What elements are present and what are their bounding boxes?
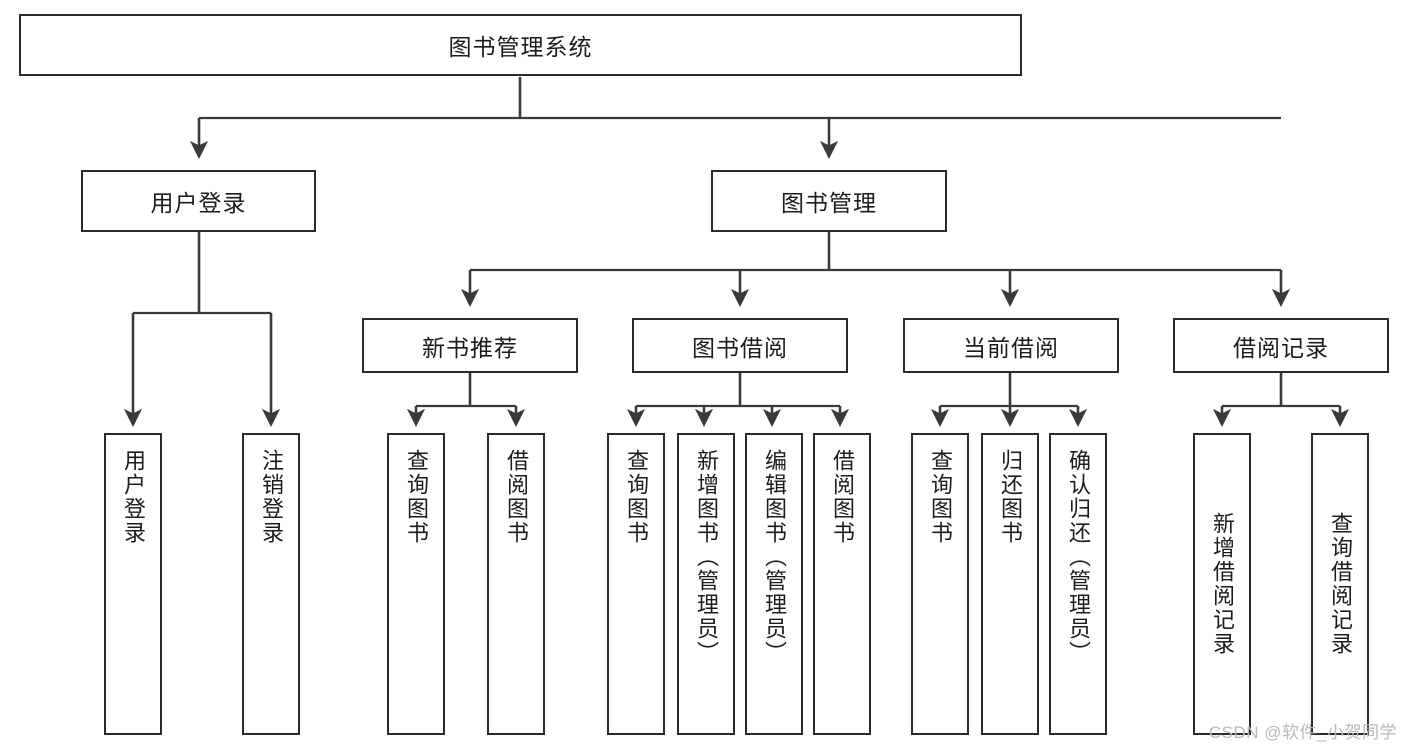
node-label: 图书管理系统 — [448, 34, 593, 60]
node-label: 用户登录 — [120, 449, 146, 545]
leaf-user-login-do-login[interactable]: 用户登录 — [104, 433, 162, 735]
node-label: 借阅记录 — [1233, 334, 1329, 361]
leaf-borrow-record-query-record[interactable]: 查询借阅记录 — [1311, 433, 1369, 735]
node-user-login[interactable]: 用户登录 — [81, 170, 316, 232]
leaf-book-borrow-add-book-admin[interactable]: 新增图书（管理员） — [677, 433, 735, 735]
node-label: 用户登录 — [150, 190, 247, 216]
node-label: 查询图书 — [623, 449, 649, 545]
node-label: 查询借阅记录 — [1327, 512, 1353, 656]
node-label: 确认归还（管理员） — [1065, 449, 1091, 665]
node-label: 编辑图书（管理员） — [761, 449, 787, 665]
leaf-current-borrow-return-book[interactable]: 归还图书 — [981, 433, 1039, 735]
node-current-borrow[interactable]: 当前借阅 — [903, 318, 1119, 373]
watermark-csdn: CSDN @软件_小贺同学 — [1208, 723, 1397, 742]
node-book-borrow[interactable]: 图书借阅 — [632, 318, 848, 373]
leaf-new-book-query-book[interactable]: 查询图书 — [387, 433, 445, 735]
node-new-book-recommendation[interactable]: 新书推荐 — [362, 318, 578, 373]
node-label: 图书借阅 — [692, 334, 788, 361]
node-label: 借阅图书 — [503, 449, 529, 545]
node-label: 当前借阅 — [963, 334, 1059, 361]
node-label: 新增图书（管理员） — [693, 449, 719, 665]
node-label: 查询图书 — [403, 449, 429, 545]
node-label: 新增借阅记录 — [1209, 512, 1235, 656]
leaf-book-borrow-query-book[interactable]: 查询图书 — [607, 433, 665, 735]
leaf-book-borrow-borrow-book[interactable]: 借阅图书 — [813, 433, 871, 735]
node-borrow-record[interactable]: 借阅记录 — [1173, 318, 1389, 373]
leaf-new-book-borrow-book[interactable]: 借阅图书 — [487, 433, 545, 735]
node-label: 图书管理 — [781, 190, 877, 216]
node-label: 归还图书 — [997, 449, 1023, 545]
node-label: 注销登录 — [258, 449, 284, 545]
leaf-user-login-logout[interactable]: 注销登录 — [242, 433, 300, 735]
leaf-book-borrow-edit-book-admin[interactable]: 编辑图书（管理员） — [745, 433, 803, 735]
node-root-book-management-system[interactable]: 图书管理系统 — [19, 14, 1022, 76]
node-label: 新书推荐 — [422, 334, 518, 361]
leaf-borrow-record-add-record[interactable]: 新增借阅记录 — [1193, 433, 1251, 735]
node-label: 查询图书 — [927, 449, 953, 545]
leaf-current-borrow-confirm-return-admin[interactable]: 确认归还（管理员） — [1049, 433, 1107, 735]
leaf-current-borrow-query-book[interactable]: 查询图书 — [911, 433, 969, 735]
node-book-management[interactable]: 图书管理 — [711, 170, 947, 232]
node-label: 借阅图书 — [829, 449, 855, 545]
